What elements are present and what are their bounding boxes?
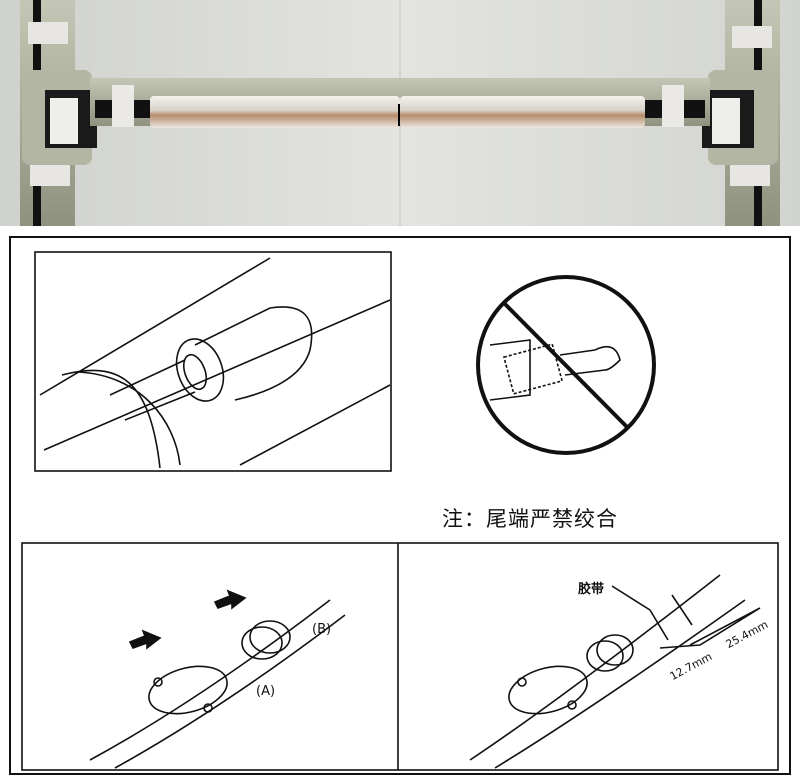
instruction-diagram [9, 236, 791, 775]
label-a: (A) [256, 684, 276, 699]
label-tape: 胶带 [578, 582, 605, 597]
panel-grommet-install [89, 589, 346, 769]
note-no-twisting: 注：尾端严禁绞合 [442, 507, 618, 531]
panel-tape-install [469, 574, 761, 769]
panel-end-seal [34, 251, 392, 472]
prohibited-twist-icon [476, 275, 656, 455]
label-b: (B) [312, 622, 332, 637]
pipe-photo [0, 0, 800, 226]
